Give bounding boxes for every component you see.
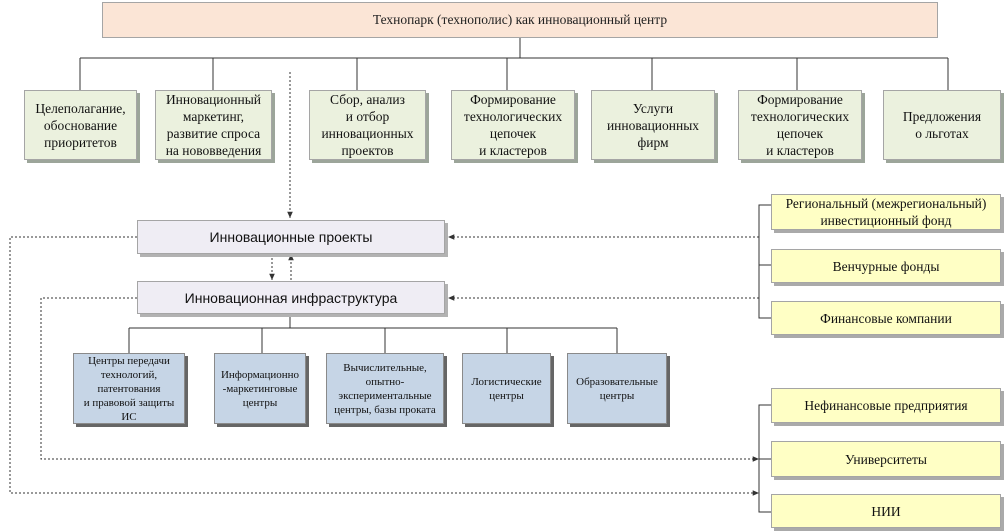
innovation-projects-label: Инновационные проекты (209, 229, 373, 245)
finance-box-investment-fund: Региональный (межрегиональный) инвестици… (771, 194, 1001, 230)
finance-label: Региональный (межрегиональный) инвестици… (785, 196, 987, 228)
function-box-tech-chains-1: Формирование технологических цепочек и к… (451, 90, 575, 160)
partner-label: НИИ (871, 503, 901, 519)
partner-label: Университеты (845, 451, 927, 467)
partner-box-research-institutes: НИИ (771, 494, 1001, 528)
partner-label: Нефинансовые предприятия (804, 398, 968, 413)
partner-box-nonfinancial-enterprises: Нефинансовые предприятия (771, 388, 1001, 423)
finance-label: Финансовые компании (820, 310, 952, 326)
infra-to-universities-arrow (40, 297, 759, 462)
innovation-infrastructure-box: Инновационная инфраструктура (137, 281, 445, 314)
center-box-technology-transfer: Центры передачи технологий, патентования… (73, 353, 185, 424)
finance-box-venture-funds: Венчурные фонды (771, 249, 1001, 283)
center-box-logistics: Логистические центры (462, 353, 551, 424)
function-label: Инновационный маркетинг, развитие спроса… (165, 92, 262, 158)
projects-to-nii-arrow (9, 236, 759, 496)
function-label: Услуги инновационных фирм (606, 100, 700, 150)
function-label: Сбор, анализ и отбор инновационных проек… (321, 92, 414, 158)
diagram-title: Технопарк (технополис) как инновационный… (372, 12, 668, 27)
function-box-innovation-services: Услуги инновационных фирм (591, 90, 715, 160)
center-label: Информационно -маркетинговые центры (220, 368, 300, 409)
innovation-infrastructure-label: Инновационная инфраструктура (184, 289, 398, 306)
center-label: Вычислительные, опытно- экспериментальны… (334, 361, 436, 416)
function-box-project-selection: Сбор, анализ и отбор инновационных проек… (309, 90, 426, 160)
function-box-goal-setting: Целеполагание, обоснование приоритетов (24, 90, 137, 160)
finance-bracket (758, 204, 771, 319)
function-label: Предложения о льготах (902, 109, 982, 141)
innovation-projects-box: Инновационные проекты (137, 220, 445, 254)
finance-box-financial-companies: Финансовые компании (771, 301, 1001, 335)
function-box-innovation-marketing: Инновационный маркетинг, развитие спроса… (155, 90, 272, 160)
function-box-benefits-proposals: Предложения о льготах (883, 90, 1001, 160)
function-box-tech-chains-2: Формирование технологических цепочек и к… (738, 90, 862, 160)
function-label: Целеполагание, обоснование приоритетов (35, 100, 126, 150)
function-label: Формирование технологических цепочек и к… (750, 92, 850, 158)
center-box-computing: Вычислительные, опытно- экспериментальны… (326, 353, 444, 424)
finance-label: Венчурные фонды (832, 258, 940, 274)
title-box: Технопарк (технополис) как инновационный… (102, 2, 938, 38)
partners-bracket (758, 404, 771, 513)
partner-box-universities: Университеты (771, 441, 1001, 477)
center-box-education: Образовательные центры (567, 353, 667, 424)
center-label: Центры передачи технологий, патентования… (83, 354, 175, 423)
function-label: Формирование технологических цепочек и к… (463, 92, 563, 158)
center-label: Логистические центры (471, 375, 542, 402)
center-label: Образовательные центры (576, 375, 658, 402)
center-box-info-marketing: Информационно -маркетинговые центры (214, 353, 306, 424)
